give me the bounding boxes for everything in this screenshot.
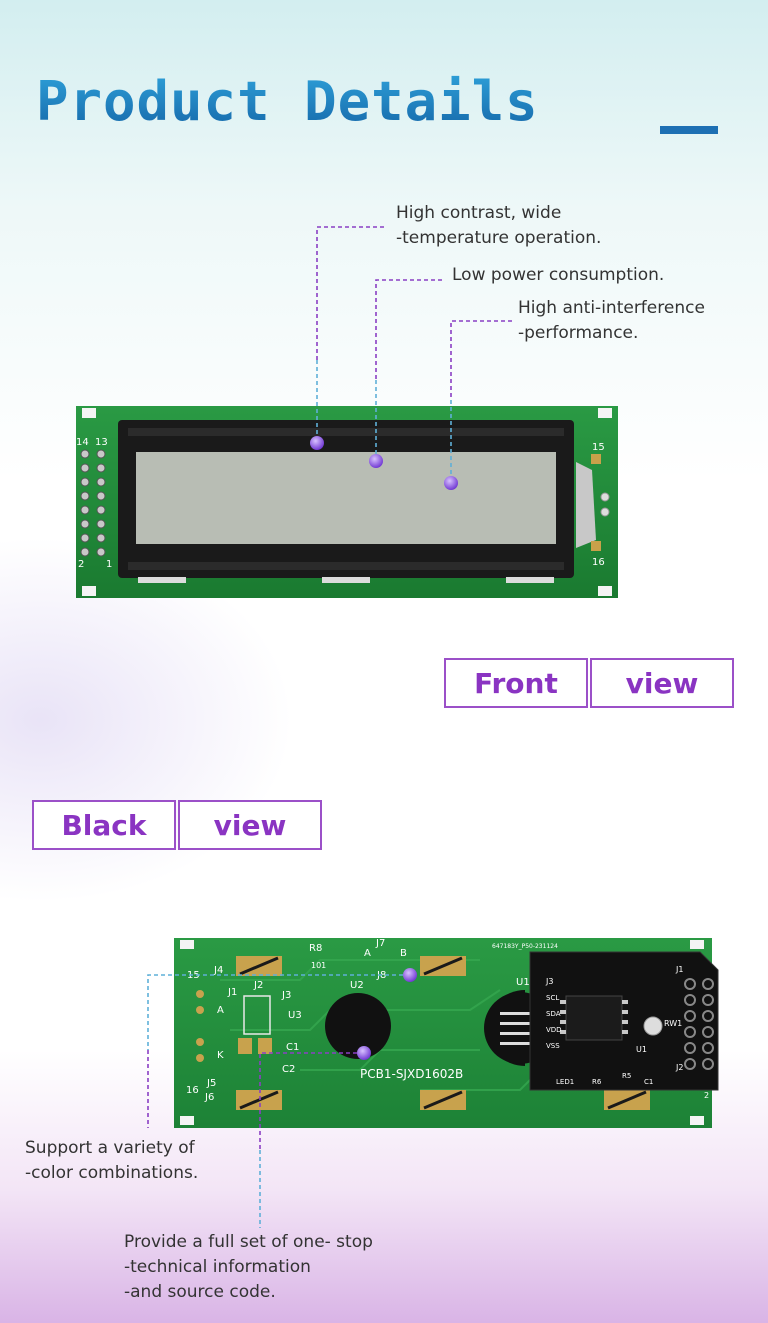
silk-label: A [364, 948, 371, 959]
callout-color-combinations: Support a variety of -color combinations… [25, 1138, 199, 1183]
pin-label-13: 13 [95, 437, 108, 448]
silk-label: R5 [622, 1072, 631, 1080]
callout-dot [444, 476, 458, 490]
silk-label: J1 [227, 987, 237, 998]
title-accent-bar [660, 126, 718, 134]
header-pins [80, 449, 106, 557]
silk-label: 16 [186, 1085, 199, 1096]
silk-label: R8 [309, 943, 322, 954]
silk-label: 2 [704, 1091, 709, 1100]
silk-label: C2 [282, 1064, 295, 1075]
pin-label-14: 14 [76, 437, 89, 448]
silk-label: U3 [288, 1010, 302, 1021]
silk-label: B [400, 948, 407, 959]
silk-label: 15 [187, 970, 200, 981]
pin-label-15: 15 [592, 442, 605, 453]
silk-label: U1 [516, 977, 530, 988]
silk-label: SCL [546, 994, 559, 1002]
front-lcd-module: 14 13 2 1 15 16 [76, 226, 618, 598]
silk-label: SDA [546, 1010, 561, 1018]
pcb-model-text: PCB1-SJXD1602B [360, 1067, 463, 1081]
silk-label: K [217, 1050, 224, 1061]
back-lcd-module: R8 101 J7 J8 A B 15 J4 J1 J2 J3 U3 U2 A … [147, 938, 719, 1228]
silk-label: R6 [592, 1078, 602, 1086]
front-view-tag: Front view [444, 658, 734, 708]
front-view-tag-right: view [590, 658, 734, 708]
back-view-tag-left: Black [32, 800, 176, 850]
callout-low-power: Low power consumption. [452, 265, 665, 285]
pin-label-2: 2 [78, 559, 84, 570]
back-view-tag-right: view [178, 800, 322, 850]
back-view-tag: Black view [32, 800, 322, 850]
silk-label: J1 [675, 965, 683, 974]
lcd-screen [136, 452, 556, 544]
silk-label: VSS [546, 1042, 560, 1050]
silk-label: RW1 [664, 1019, 682, 1028]
back-callout-lines [147, 974, 410, 1228]
callout-high-contrast: High contrast, wide -temperature operati… [396, 203, 602, 248]
front-callout-lines [316, 226, 512, 480]
silk-label: J5 [206, 1078, 216, 1089]
callout-dot [403, 968, 417, 982]
silk-label: J2 [253, 980, 263, 991]
callout-anti-interference: High anti-interference -performance. [518, 298, 705, 343]
silk-label: J3 [545, 977, 553, 986]
pin-label-1: 1 [106, 559, 112, 570]
silk-label: J4 [213, 965, 223, 976]
callout-dot [310, 436, 324, 450]
silkscreen-labels: R8 101 J7 J8 A B 15 J4 J1 J2 J3 U3 U2 A … [186, 938, 709, 1103]
pin-label-16: 16 [592, 557, 605, 568]
callout-technical-info: Provide a full set of one- stop -technic… [124, 1232, 373, 1302]
silk-label: J2 [675, 1063, 683, 1072]
front-view-tag-left: Front [444, 658, 588, 708]
pcb-serial-text: 647183Y_P50-231124 [492, 943, 558, 950]
callout-dot [357, 1046, 371, 1060]
silk-label: J3 [281, 990, 291, 1001]
page-title: Product Details [36, 70, 539, 133]
silk-label: C1 [644, 1078, 653, 1086]
silk-label: 101 [311, 961, 326, 970]
silk-label: LED1 [556, 1078, 574, 1086]
silk-label: C1 [286, 1042, 299, 1053]
silk-label: U2 [350, 980, 364, 991]
silk-label: J7 [375, 938, 385, 949]
cob-chip [325, 993, 391, 1059]
callout-dot [369, 454, 383, 468]
silk-label: U1 [636, 1045, 647, 1054]
silk-label: VDD [546, 1026, 562, 1034]
silk-label: A [217, 1005, 224, 1016]
silk-label: J6 [204, 1092, 214, 1103]
